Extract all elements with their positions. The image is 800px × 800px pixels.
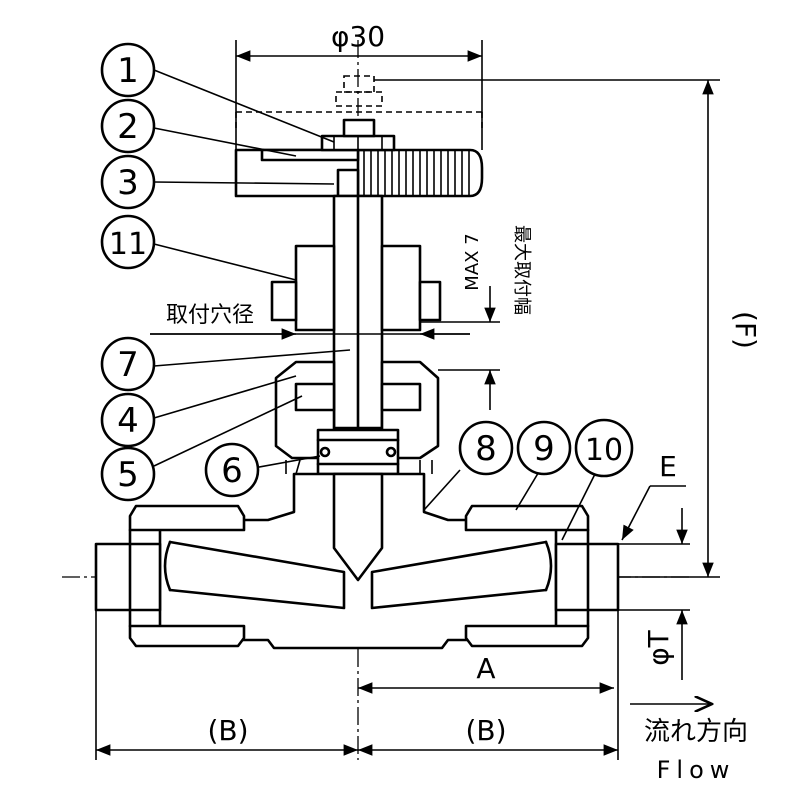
dim-hole-dia-label: 取付穴径: [166, 303, 254, 328]
balloon-6: 6: [204, 442, 260, 498]
dim-max7-label: MAX 7: [462, 233, 483, 290]
balloon-10-label: 10: [585, 433, 623, 468]
balloon-1: 1: [100, 42, 156, 98]
flow-direction-jp: 流れ方向: [644, 717, 748, 747]
leader-lines: [153, 69, 597, 541]
dim-max-width-label: 最大取付幅: [511, 225, 532, 315]
bonnet: [274, 360, 440, 460]
balloon-11-label: 11: [109, 227, 147, 262]
balloon-8-label: 8: [475, 429, 497, 469]
balloon-5-label: 5: [117, 455, 139, 495]
flow-passages: [163, 540, 553, 610]
balloon-2-label: 2: [117, 107, 139, 147]
balloon-6-label: 6: [221, 451, 243, 491]
dimensions: [95, 40, 720, 760]
stem: [332, 194, 384, 430]
balloon-7: 7: [100, 336, 156, 392]
dim-phi30-label: φ30: [331, 20, 385, 53]
end-fittings: [94, 504, 620, 648]
dim-B-right-label: (B): [465, 714, 506, 747]
balloon-9-label: 9: [533, 429, 555, 469]
balloon-7-label: 7: [117, 345, 139, 385]
balloon-4: 4: [100, 392, 156, 448]
dim-phiT-label: φT: [642, 629, 675, 665]
label-E: E: [659, 450, 677, 483]
balloon-5: 5: [100, 446, 156, 502]
dim-F-label: (F): [729, 311, 762, 349]
balloon-10: 10: [574, 418, 634, 478]
balloon-8: 8: [458, 420, 514, 476]
balloon-3: 3: [100, 154, 156, 210]
balloon-4-label: 4: [117, 401, 139, 441]
balloon-11: 11: [100, 214, 156, 270]
balloon-1-label: 1: [117, 51, 139, 91]
dim-B-left-label: (B): [207, 714, 248, 747]
handle-knob: [234, 75, 484, 198]
needle-tip: [332, 472, 384, 582]
packing: [316, 428, 400, 476]
flow-direction-en: Flow: [657, 756, 736, 784]
balloon-2: 2: [100, 98, 156, 154]
balloon-9: 9: [516, 420, 572, 476]
balloon-3-label: 3: [117, 163, 139, 203]
dim-A-label: A: [476, 652, 495, 685]
